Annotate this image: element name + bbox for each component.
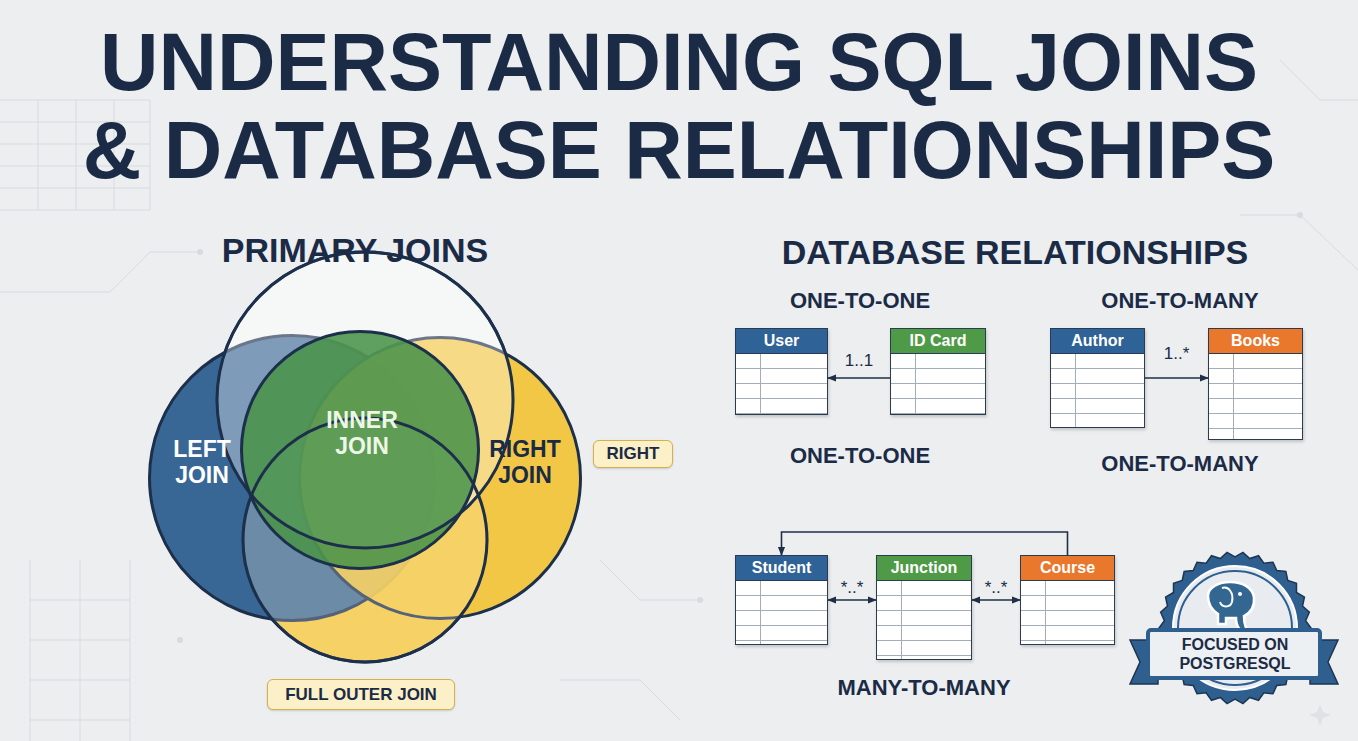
relationship-connector [828, 599, 876, 601]
cardinality-label: 1..1 [845, 351, 873, 371]
circuit-line [0, 252, 200, 292]
join-tag: FULL OUTER JOIN [267, 679, 455, 710]
elephant-head [1208, 582, 1254, 632]
cardinality-label: *..* [985, 578, 1008, 598]
join-name: LEFT JOIN [166, 436, 238, 488]
table-box: Student [735, 555, 828, 645]
join-name: FULL OUTER JOIN [268, 680, 454, 709]
section-heading: PRIMARY JOINS [222, 231, 488, 270]
join-name: RIGHT JOIN [483, 436, 567, 488]
circuit-dot [177, 637, 183, 643]
section-heading: DATABASE RELATIONSHIPS [782, 233, 1249, 272]
circuit-dot [1297, 212, 1303, 218]
circuit-dot [697, 597, 703, 603]
join-name: INNER JOIN [320, 407, 404, 459]
table-rows [1021, 581, 1114, 644]
table-name: Author [1051, 329, 1144, 353]
elephant-eye [1238, 592, 1242, 596]
table-name: ID Card [891, 329, 985, 353]
table-name: Student [736, 556, 827, 580]
table-name: Junction [877, 556, 971, 580]
elephant-ear [1220, 588, 1232, 607]
sparkle-mark [1309, 704, 1331, 726]
table-header: Student [736, 556, 827, 581]
relationship-label: ONE-TO-ONE [790, 443, 930, 469]
table-rows [1209, 354, 1302, 439]
relationship-label: ONE-TO-ONE [790, 288, 930, 314]
relationship-connector [828, 377, 890, 379]
circuit-dot [197, 249, 203, 255]
table-rows [877, 581, 971, 659]
table-header: Author [1051, 329, 1144, 354]
table-header: Course [1021, 556, 1114, 581]
table-rows [891, 354, 985, 414]
table-name: Books [1209, 329, 1302, 353]
table-box: Author [1050, 328, 1145, 428]
badge-text: FOCUSED ON POSTGRESQL [1160, 635, 1310, 673]
table-header: ID Card [891, 329, 985, 354]
relationship-label: ONE-TO-MANY [1101, 451, 1258, 477]
relationship-connector [1145, 377, 1208, 379]
elephant-logo [1208, 582, 1254, 632]
relationship-connector [972, 599, 1020, 601]
relationship-label: MANY-TO-MANY [837, 675, 1010, 701]
join-tag: RIGHT [593, 440, 673, 468]
table-box: User [735, 328, 828, 415]
table-name: User [736, 329, 827, 353]
table-box: Course [1020, 555, 1115, 645]
relationship-connector [782, 532, 1068, 555]
circuit-line [560, 560, 700, 720]
page-title: UNDERSTANDING SQL JOINS & DATABASE RELAT… [64, 18, 1294, 194]
table-rows [1051, 354, 1144, 427]
cardinality-label: 1..* [1164, 344, 1190, 364]
cardinality-label: *..* [841, 578, 864, 598]
table-rows [736, 354, 827, 414]
table-box: Books [1208, 328, 1303, 440]
table-header: Junction [877, 556, 971, 581]
table-header: User [736, 329, 827, 354]
relationship-label: ONE-TO-MANY [1101, 288, 1258, 314]
table-box: Junction [876, 555, 972, 660]
venn-circle: INNER JOIN [240, 330, 480, 570]
table-rows [736, 581, 827, 644]
venn-circle-shape [300, 338, 581, 619]
ribbon-band [1148, 630, 1320, 678]
table-box: ID Card [890, 328, 986, 415]
grid-lines [30, 560, 130, 741]
badge-seal: FOCUSED ON POSTGRESQL [1128, 556, 1340, 734]
table-name: Course [1021, 556, 1114, 580]
venn-circle-shape [242, 332, 479, 569]
join-name: RIGHT [594, 441, 672, 467]
table-header: Books [1209, 329, 1302, 354]
